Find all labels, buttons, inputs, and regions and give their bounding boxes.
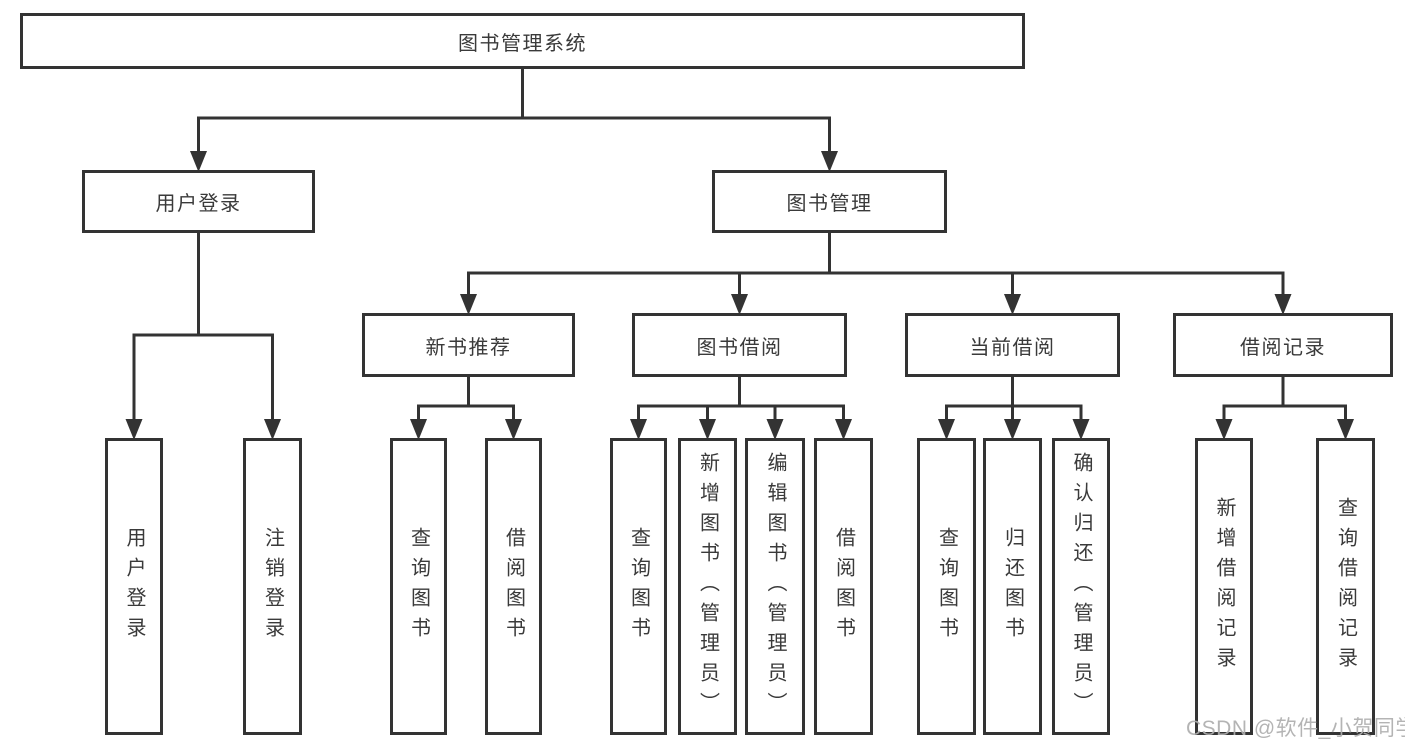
arrowhead-icon bbox=[1072, 419, 1090, 440]
node-leaf-query-book-3: 查询图书 bbox=[917, 438, 976, 735]
node-label: 图书管理系统 bbox=[458, 32, 587, 55]
arrowhead-icon bbox=[1004, 294, 1021, 315]
node-user-login: 用户登录 bbox=[82, 170, 315, 233]
node-leaf-edit-book: 编辑图书（管理员） bbox=[745, 438, 805, 735]
node-new-book-rec: 新书推荐 bbox=[362, 313, 575, 377]
node-leaf-query-book-1: 查询图书 bbox=[390, 438, 447, 735]
node-current-borrow: 当前借阅 bbox=[905, 313, 1120, 377]
node-label: 用户登录 bbox=[155, 193, 242, 215]
arrowhead-icon bbox=[125, 419, 143, 440]
arrowhead-icon bbox=[630, 419, 647, 440]
node-label: 新增借阅记录 bbox=[1213, 496, 1235, 677]
node-leaf-add-record: 新增借阅记录 bbox=[1195, 438, 1253, 735]
node-label: 查询图书 bbox=[935, 526, 958, 647]
node-leaf-query-book-2: 查询图书 bbox=[610, 438, 667, 735]
node-leaf-borrow-book-1: 借阅图书 bbox=[485, 438, 542, 735]
arrowhead-icon bbox=[190, 151, 207, 172]
arrowhead-icon bbox=[699, 419, 716, 440]
arrowhead-icon bbox=[835, 419, 852, 440]
arrowhead-icon bbox=[1004, 419, 1021, 440]
node-label: 确认归还（管理员） bbox=[1070, 451, 1092, 722]
node-label: 借阅图书 bbox=[502, 526, 525, 647]
arrowhead-icon bbox=[938, 419, 955, 440]
arrowhead-icon bbox=[505, 419, 522, 440]
node-borrow-records: 借阅记录 bbox=[1173, 313, 1393, 377]
node-label: 编辑图书（管理员） bbox=[764, 451, 786, 722]
node-label: 借阅图书 bbox=[832, 526, 855, 647]
node-book-mgmt: 图书管理 bbox=[712, 170, 947, 233]
node-label: 新书推荐 bbox=[425, 336, 512, 359]
arrowhead-icon bbox=[410, 419, 427, 440]
node-root: 图书管理系统 bbox=[20, 13, 1025, 69]
arrowhead-icon bbox=[264, 419, 281, 440]
node-label: 用户登录 bbox=[123, 526, 145, 647]
node-label: 注销登录 bbox=[261, 526, 284, 647]
node-leaf-add-book: 新增图书（管理员） bbox=[678, 438, 737, 735]
arrowhead-icon bbox=[1274, 294, 1292, 315]
node-leaf-logout: 注销登录 bbox=[243, 438, 302, 735]
node-label: 图书管理 bbox=[786, 193, 873, 215]
node-leaf-confirm-return: 确认归还（管理员） bbox=[1052, 438, 1110, 735]
node-label: 查询借阅记录 bbox=[1334, 496, 1357, 677]
arrowhead-icon bbox=[731, 294, 748, 315]
node-label: 新增图书（管理员） bbox=[696, 451, 719, 722]
node-book-borrow: 图书借阅 bbox=[632, 313, 847, 377]
arrowhead-icon bbox=[460, 294, 477, 315]
arrowhead-icon bbox=[1215, 419, 1233, 440]
node-leaf-return-book: 归还图书 bbox=[983, 438, 1042, 735]
arrowhead-icon bbox=[766, 419, 784, 440]
node-leaf-borrow-book-2: 借阅图书 bbox=[814, 438, 873, 735]
node-label: 查询图书 bbox=[627, 526, 650, 647]
node-label: 查询图书 bbox=[407, 526, 430, 647]
node-leaf-user-login: 用户登录 bbox=[105, 438, 163, 735]
node-label: 图书借阅 bbox=[696, 336, 783, 359]
node-leaf-query-record: 查询借阅记录 bbox=[1316, 438, 1375, 735]
node-label: 当前借阅 bbox=[969, 336, 1056, 359]
arrowhead-icon bbox=[1337, 419, 1354, 440]
csdn-watermark: CSDN @软件_小贺同学 bbox=[1186, 717, 1405, 740]
node-label: 借阅记录 bbox=[1240, 336, 1326, 359]
node-label: 归还图书 bbox=[1001, 526, 1024, 647]
arrowhead-icon bbox=[821, 151, 838, 172]
